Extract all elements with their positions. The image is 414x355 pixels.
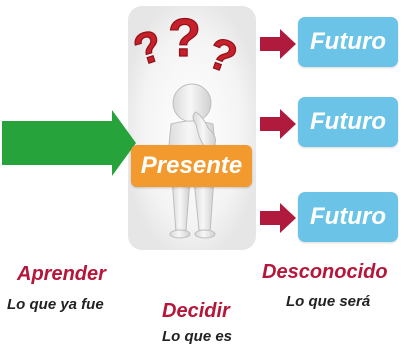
present-box: Presente — [131, 145, 252, 187]
green-arrow-icon — [2, 110, 136, 176]
caption-decide: Decidir — [162, 300, 230, 322]
red-arrow-top — [260, 29, 296, 59]
red-arrow-icon — [260, 29, 296, 233]
red-arrow-bottom — [260, 203, 296, 233]
question-mark-center: ? — [168, 8, 201, 68]
caption-learn: Aprender — [17, 263, 106, 285]
future-box-bottom: Futuro — [298, 192, 398, 242]
red-arrow-middle — [260, 109, 296, 139]
caption-present-desc: Lo que es — [162, 328, 233, 345]
future-box-top: Futuro — [298, 17, 398, 67]
future-box-middle: Futuro — [298, 97, 398, 147]
caption-future-desc: Lo que será — [286, 293, 371, 310]
past-label: Pasado — [12, 2, 98, 29]
caption-past-desc: Lo que ya fue — [7, 296, 104, 313]
caption-unknown: Desconocido — [262, 261, 388, 283]
